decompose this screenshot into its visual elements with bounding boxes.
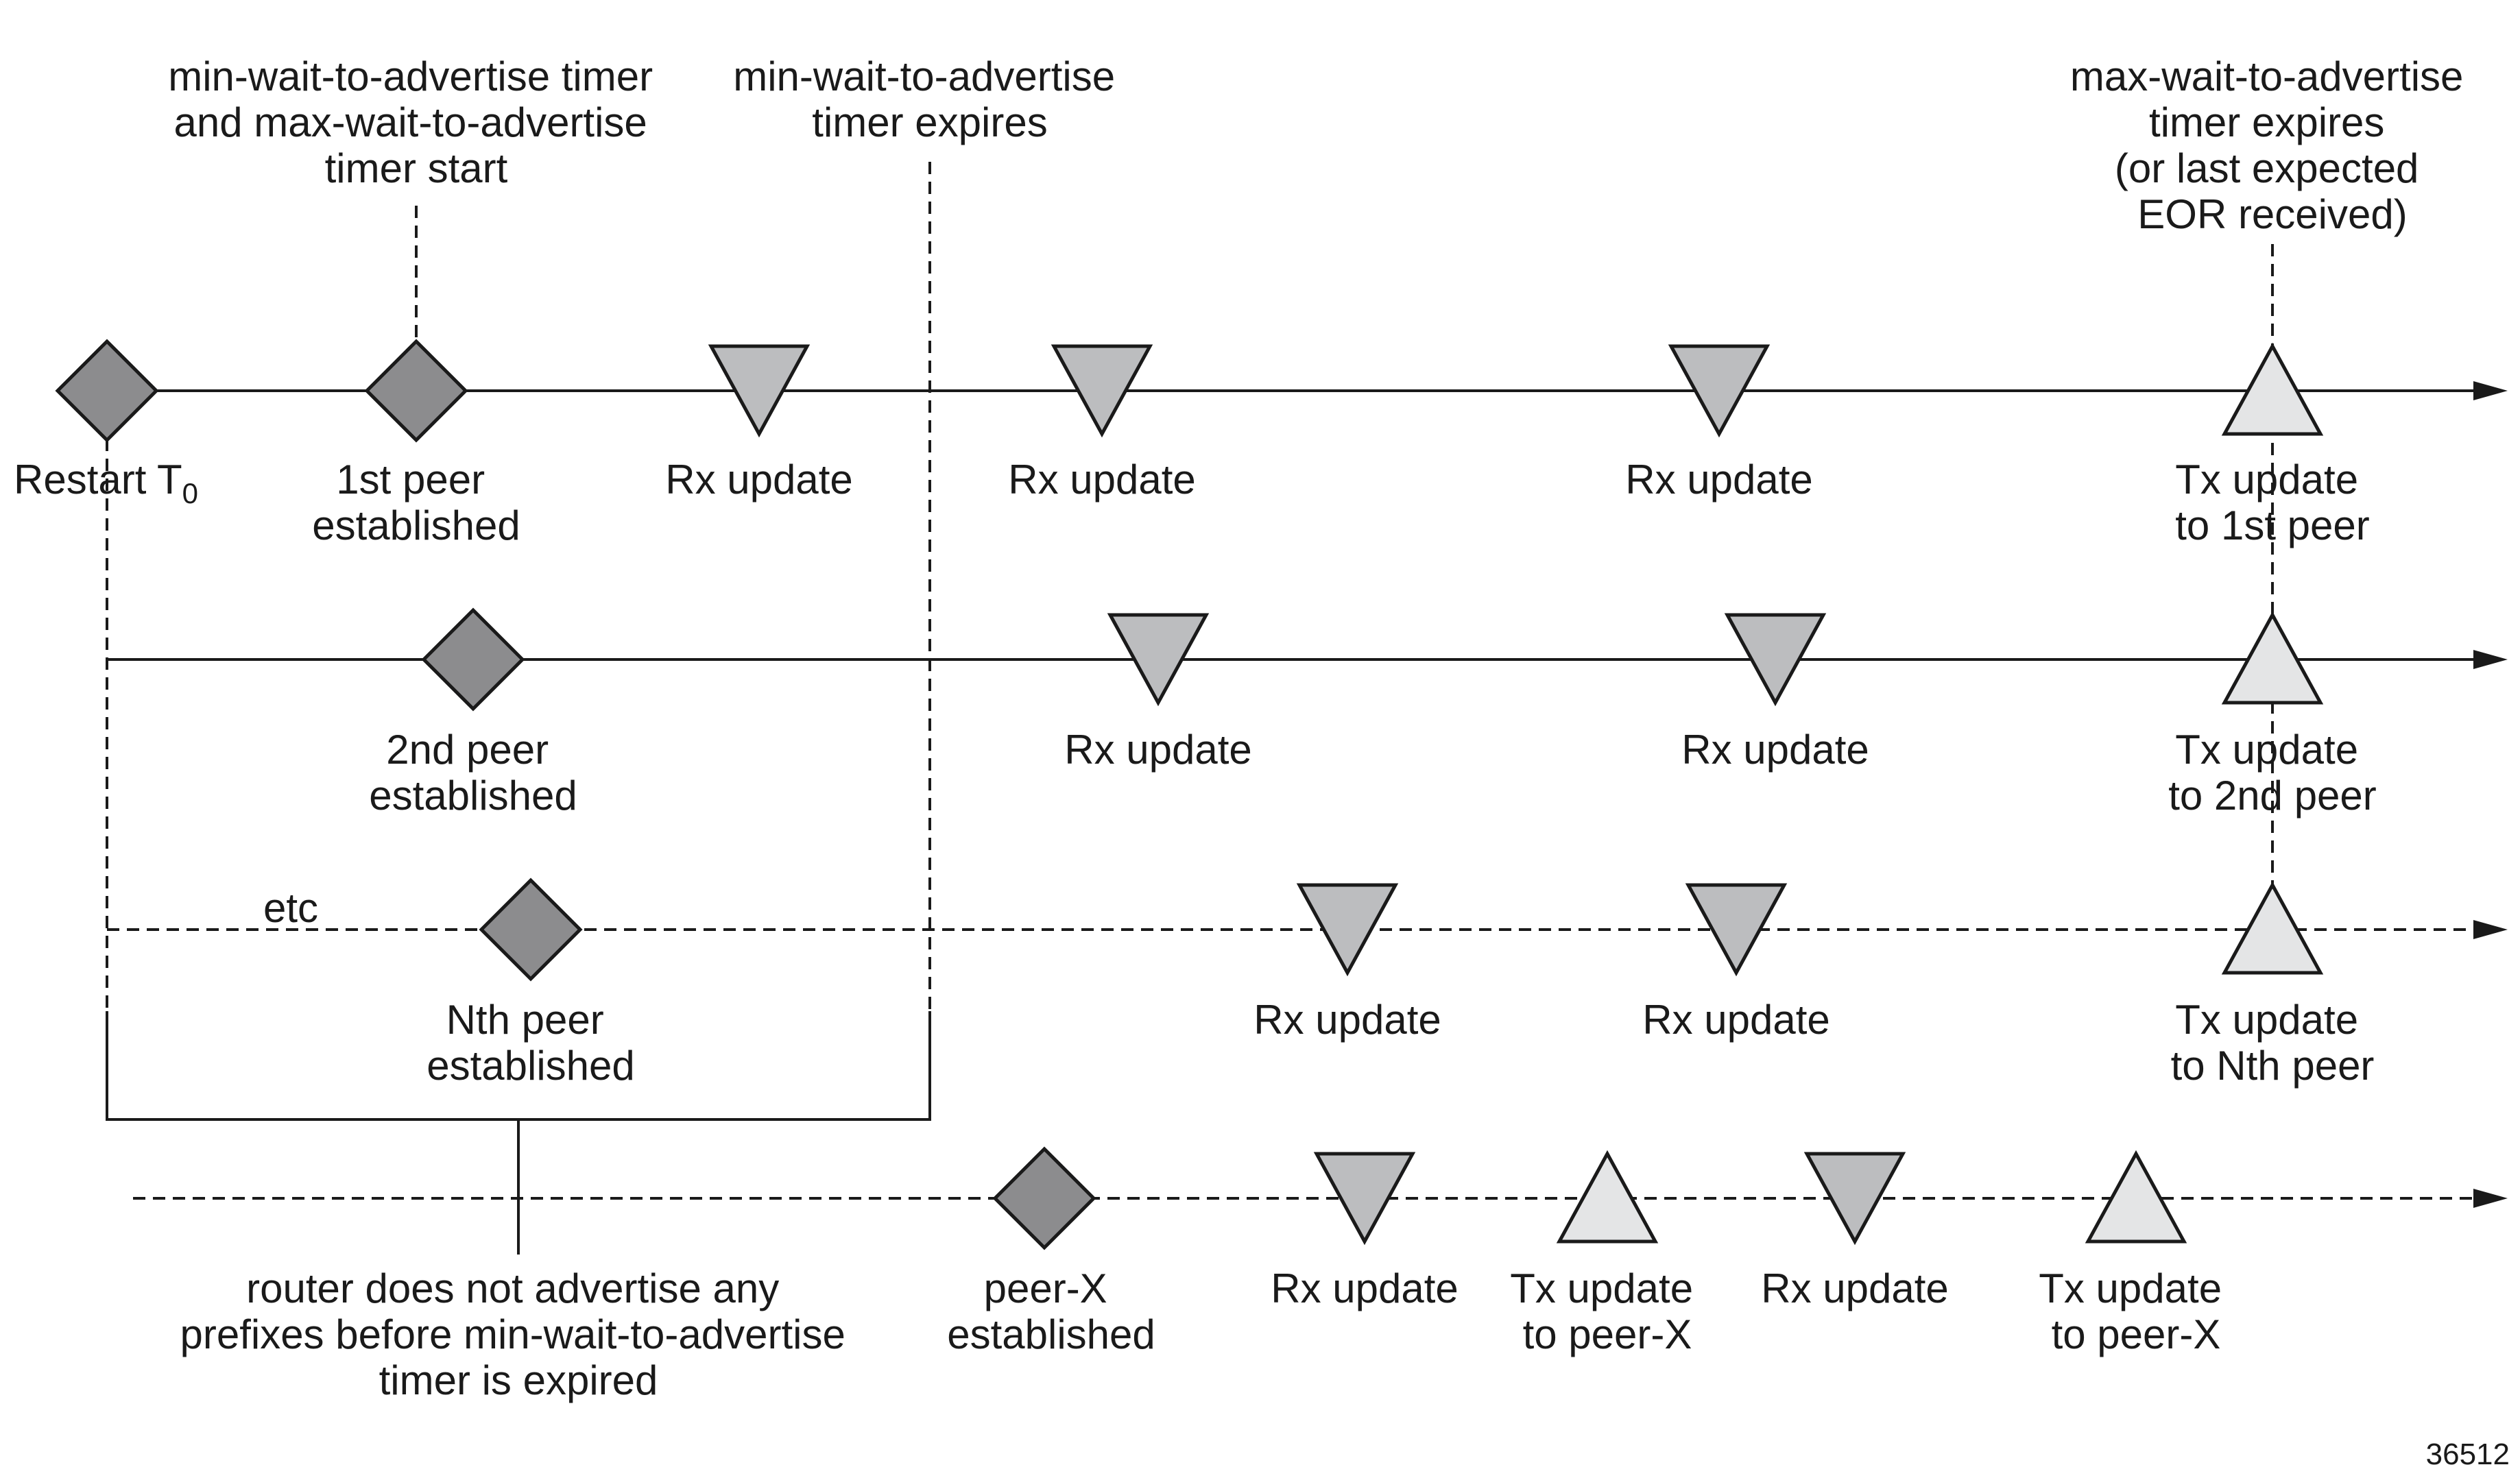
peer-established-label: Nth peer established <box>427 997 635 1089</box>
tx-update-triangle <box>2085 1150 2187 1244</box>
arrowhead <box>2473 1189 2508 1208</box>
tx-update-label: Tx update to peer-X <box>1510 1265 1705 1357</box>
rx-update-label: Rx update <box>1625 457 1813 502</box>
rx-update-label: Rx update <box>665 457 853 502</box>
min-timer-expires-annotation: min-wait-to-advertise timer expires <box>733 53 1127 145</box>
rx-update-triangle <box>1724 613 1827 707</box>
peer-established-diamond <box>421 607 525 712</box>
tx-update-label: Tx update to peer-X <box>2039 1265 2233 1357</box>
rx-update-triangle <box>1296 883 1399 977</box>
tx-update-triangle <box>2221 611 2324 705</box>
restart-diamond <box>55 339 159 443</box>
row-1st-peer: Restart T0 1st peer established Rx updat… <box>14 339 2370 548</box>
rx-update-label: Rx update <box>1271 1265 1459 1311</box>
peer-established-label: 2nd peer established <box>369 727 577 819</box>
max-timer-expires-annotation: max-wait-to-advertise timer expires (or … <box>2070 53 2475 237</box>
rx-update-triangle <box>1803 1152 1906 1246</box>
restart-label: Restart T0 <box>14 457 198 509</box>
rx-update-label: Rx update <box>1761 1265 1949 1311</box>
rx-update-triangle <box>1107 613 1210 707</box>
peer-established-label: 1st peer established <box>312 457 520 548</box>
row-peer-x: peer-X established Rx update Tx update t… <box>947 1146 2233 1357</box>
rx-update-triangle <box>1313 1152 1416 1246</box>
peer-established-diamond <box>992 1146 1096 1250</box>
rx-update-label: Rx update <box>1008 457 1196 502</box>
tx-update-label: Tx update to Nth peer <box>2171 997 2375 1089</box>
tx-update-triangle <box>2221 342 2324 436</box>
bottom-annotations: router does not advertise any prefixes b… <box>180 1265 2510 1471</box>
arrowhead <box>2473 381 2508 400</box>
rx-update-label: Rx update <box>1642 997 1830 1043</box>
arrowhead <box>2473 650 2508 669</box>
rx-update-triangle <box>708 344 811 438</box>
timer-start-annotation: min-wait-to-advertise timer and max-wait… <box>168 53 664 191</box>
peer-established-label: peer-X established <box>947 1265 1155 1357</box>
peer-established-diamond <box>364 339 468 443</box>
rx-update-label: Rx update <box>1064 727 1252 773</box>
arrowhead <box>2473 920 2508 939</box>
rx-update-triangle <box>1685 883 1788 977</box>
router-note: router does not advertise any prefixes b… <box>180 1265 856 1403</box>
rx-update-label: Rx update <box>1681 727 1869 773</box>
peer-established-diamond <box>479 877 583 982</box>
row-nth-peer: etc Nth peer established Rx update Rx up… <box>263 877 2375 1089</box>
tx-update-triangle <box>2221 881 2324 975</box>
rx-update-triangle <box>1051 344 1153 438</box>
row-2nd-peer: 2nd peer established Rx update Rx update… <box>369 607 2377 819</box>
tx-update-triangle <box>1556 1150 1659 1244</box>
figure-id: 36512 <box>2426 1438 2510 1471</box>
top-annotations: min-wait-to-advertise timer and max-wait… <box>168 53 2475 237</box>
rx-update-triangle <box>1668 344 1771 438</box>
guide-lines <box>106 162 2274 1255</box>
tx-update-label: Tx update to 1st peer <box>2175 457 2370 548</box>
tx-update-label: Tx update to 2nd peer <box>2168 727 2377 819</box>
rx-update-label: Rx update <box>1253 997 1441 1043</box>
etc-label: etc <box>263 885 318 931</box>
